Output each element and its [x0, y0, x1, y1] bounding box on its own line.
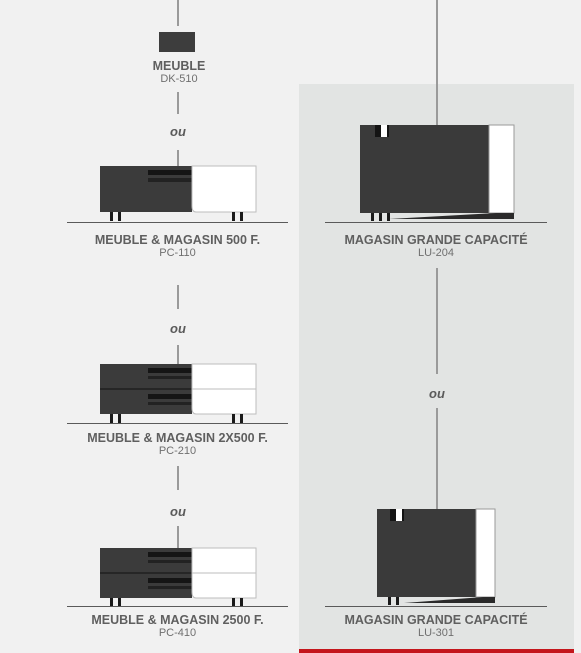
- or-separator: ou: [429, 386, 445, 401]
- pc-210-title: MEUBLE & MAGASIN 2X500 F.: [87, 431, 268, 445]
- connector-line: [177, 92, 179, 114]
- lu-204-title: MAGASIN GRANDE CAPACITÉ: [344, 233, 528, 247]
- lu-204-large-capacity-image: [360, 124, 515, 221]
- pc-410-code: PC-410: [158, 627, 197, 639]
- lu-301-code: LU-301: [417, 627, 455, 639]
- connector-line: [177, 466, 179, 490]
- connector-line: [177, 345, 179, 367]
- floor-line: [325, 222, 547, 223]
- pc-210-cabinet-image: [100, 363, 257, 423]
- floor-line: [67, 606, 288, 607]
- pc-410-cabinet-image: [100, 547, 257, 607]
- pc-110-code: PC-110: [159, 247, 196, 259]
- pc-410-title: MEUBLE & MAGASIN 2500 F.: [91, 613, 264, 627]
- dk-510-code: DK-510: [160, 73, 198, 85]
- lu-204-code: LU-204: [417, 247, 455, 259]
- connector-line: [177, 150, 179, 168]
- connector-line: [177, 0, 179, 26]
- floor-line: [67, 423, 288, 424]
- lu-301-title: MAGASIN GRANDE CAPACITÉ: [344, 613, 528, 627]
- connector-line: [436, 0, 438, 126]
- dk-510-title: MEUBLE: [152, 59, 206, 73]
- connector-line: [436, 408, 438, 512]
- or-separator: ou: [170, 504, 186, 519]
- or-separator: ou: [170, 321, 186, 336]
- floor-line: [325, 606, 547, 607]
- pc-210-code: PC-210: [158, 445, 197, 457]
- pc-110-cabinet-image: [100, 165, 257, 221]
- or-separator: ou: [170, 124, 186, 139]
- connector-line: [177, 285, 179, 309]
- pc-110-title: MEUBLE & MAGASIN 500 F.: [94, 233, 261, 247]
- panel-accent-bar: [299, 649, 574, 653]
- connector-line: [177, 526, 179, 548]
- lu-301-large-capacity-image: [377, 508, 496, 605]
- connector-line: [436, 268, 438, 374]
- floor-line: [67, 222, 288, 223]
- dk-510-cabinet-image: [159, 32, 195, 52]
